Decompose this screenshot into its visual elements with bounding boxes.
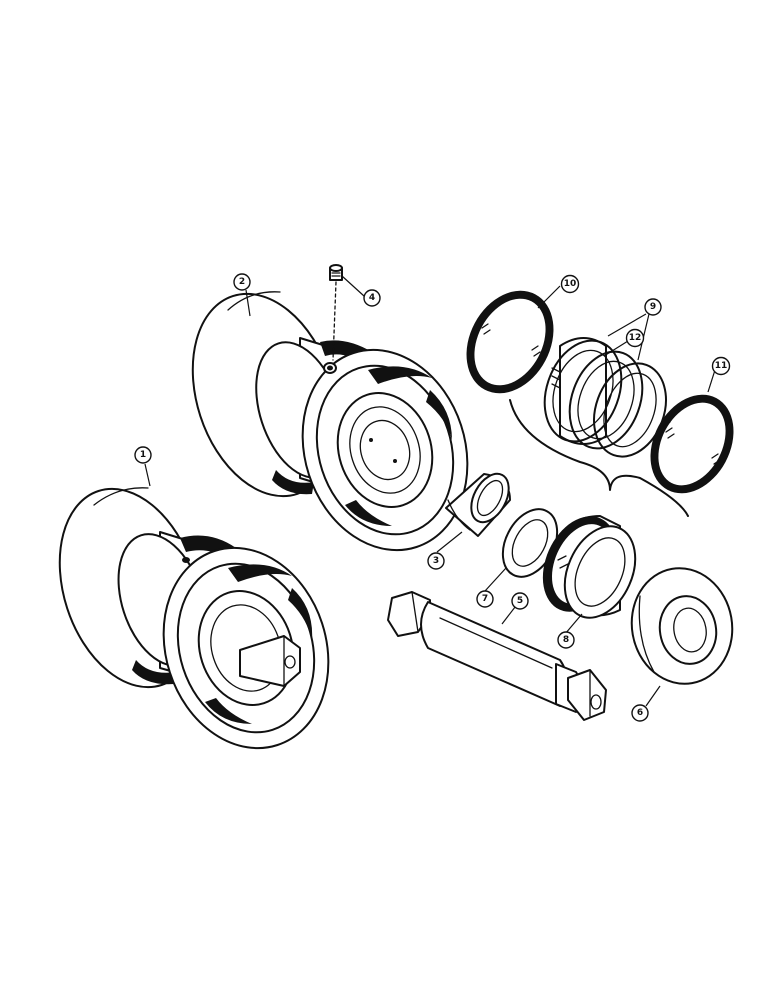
callout-5-label: 5: [517, 596, 523, 606]
callout-7: 7: [476, 590, 494, 608]
callout-9-label: 9: [650, 302, 656, 312]
callout-2-label: 2: [239, 277, 245, 287]
callout-9: 9: [644, 298, 662, 316]
callout-11-label: 11: [715, 361, 728, 371]
callout-6: 6: [631, 704, 649, 722]
bushing: [445, 472, 511, 537]
plug: [329, 264, 343, 361]
end-collar: [630, 567, 734, 685]
thrust-washer: [501, 508, 559, 578]
callout-7-label: 7: [482, 594, 488, 604]
callout-12: 12: [625, 328, 645, 348]
callout-1: 1: [134, 446, 152, 464]
callout-11: 11: [711, 356, 731, 376]
callout-3-label: 3: [433, 556, 439, 566]
seal-ring-11: [650, 394, 734, 494]
callout-1-label: 1: [140, 450, 146, 460]
group-bracket: [509, 399, 689, 517]
callout-10-label: 10: [564, 279, 577, 289]
callout-8: 8: [557, 631, 575, 649]
callout-12-label: 12: [629, 333, 642, 343]
callout-2: 2: [233, 273, 251, 291]
track-roller-upper: [191, 291, 469, 552]
callout-5: 5: [511, 592, 529, 610]
seal-housing: [542, 515, 637, 619]
seal-ring-10: [466, 290, 554, 394]
callout-8-label: 8: [563, 635, 569, 645]
callout-6-label: 6: [637, 708, 643, 718]
callout-3: 3: [427, 552, 445, 570]
seal-assembly-9: [543, 337, 667, 458]
callout-10: 10: [560, 274, 580, 294]
roller-shaft: [387, 591, 607, 721]
callout-4: 4: [363, 289, 381, 307]
callout-4-label: 4: [369, 293, 375, 303]
track-roller-lower: [58, 487, 330, 750]
